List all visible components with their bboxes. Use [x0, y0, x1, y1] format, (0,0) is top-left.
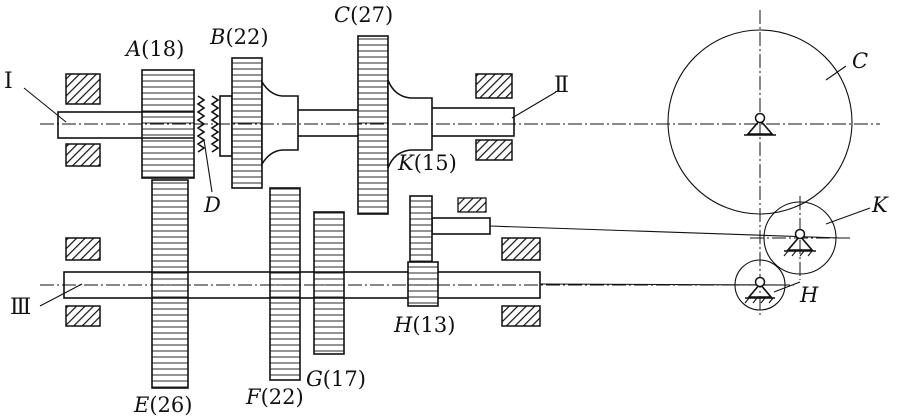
label-gear-c: C(27) [334, 3, 393, 27]
pivot-h [744, 276, 775, 304]
label-gear-f: F(22) [245, 385, 304, 409]
label-gear-a: A(18) [124, 37, 184, 61]
label-clutch-d: D [203, 193, 221, 217]
gear-c-teeth [358, 36, 388, 214]
shaft-idler [431, 217, 491, 235]
leader-lines [23, 65, 871, 307]
gear-g-teeth [314, 212, 344, 354]
label-side-h: H [799, 283, 819, 307]
bearing-shaft1-bottom [65, 143, 101, 167]
label-gear-e: E(26) [133, 393, 192, 417]
label-shaft-1: Ⅰ [4, 69, 13, 94]
label-gear-g: G(17) [306, 367, 366, 391]
side-view [667, 29, 853, 311]
label-shaft-2: Ⅱ [554, 73, 569, 98]
label-side-k: K [871, 193, 889, 217]
bearing-shaft3-left-bottom [65, 305, 101, 327]
label-side-c: C [852, 49, 868, 73]
label-gear-h: H(13) [393, 313, 455, 337]
gear-b-teeth [232, 58, 262, 188]
bearing-shaft2-bottom [475, 139, 513, 161]
bearing-shaft3-right-bottom [501, 305, 541, 327]
gear-e-teeth [152, 180, 188, 388]
bearing-shaft3-left-top [65, 237, 101, 261]
gear-f-teeth [270, 188, 300, 380]
gear-k-teeth [410, 196, 432, 262]
pivot-k [783, 228, 816, 257]
gear-h-teeth [408, 262, 438, 306]
gear-b-hub-left [219, 95, 233, 157]
bearings [65, 73, 541, 327]
side-gear-c [667, 29, 853, 215]
pivot-c [744, 112, 776, 136]
labels: Ⅰ Ⅱ Ⅲ A(18) B(22) C(27) D E(26) F(22) G(… [4, 3, 889, 417]
gear-b-hub-right [261, 79, 299, 167]
center-lines [40, 10, 880, 318]
label-gear-k: K(15) [397, 151, 457, 175]
shaft-2-end [429, 107, 515, 137]
label-gear-b: B(22) [209, 25, 269, 49]
bearing-shaft2-top [475, 73, 513, 99]
bearing-shaft3-right-top [501, 237, 541, 261]
bearing-shaft1-top [65, 73, 101, 105]
shaft-2 [289, 109, 361, 137]
shaft-1 [57, 111, 149, 139]
label-shaft-3: Ⅲ [10, 295, 31, 320]
bearing-idler-top [457, 197, 487, 213]
